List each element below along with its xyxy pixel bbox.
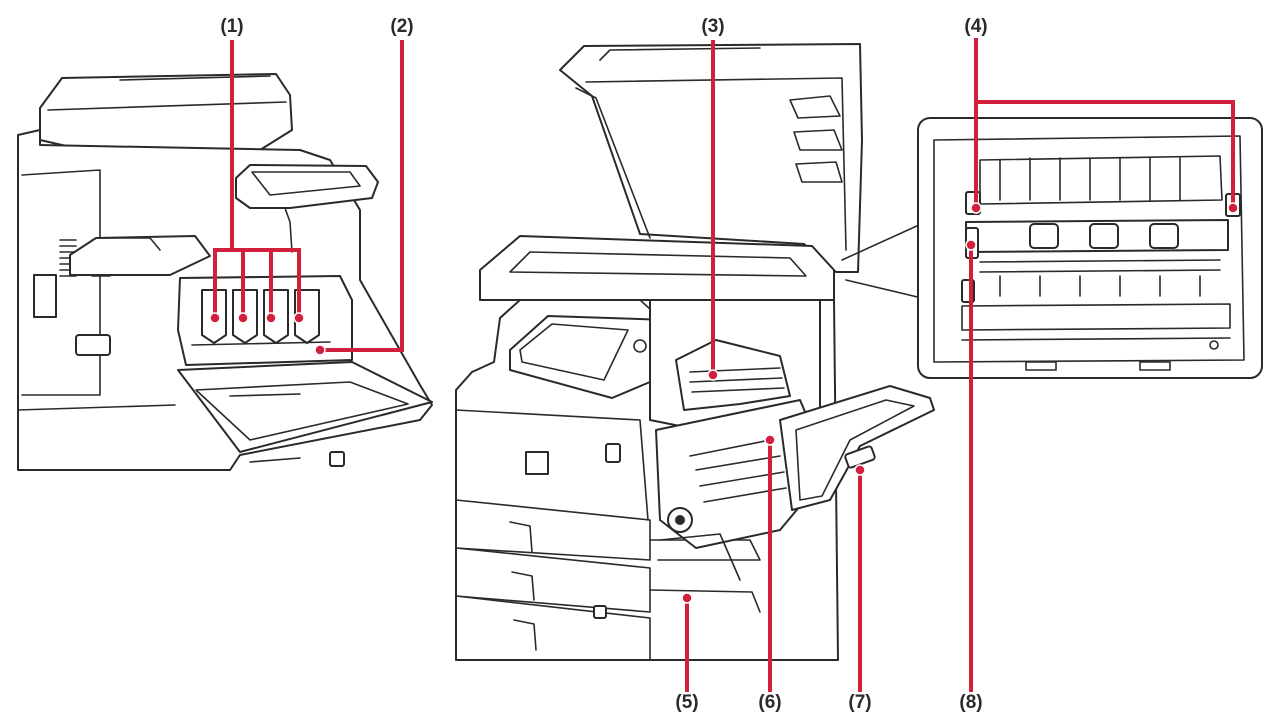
printer-side-view-illustration	[455, 43, 935, 661]
callout-markers	[209, 202, 1239, 604]
callout-leader-lines	[213, 38, 1235, 692]
fusing-unit-closeup-illustration	[917, 117, 1263, 379]
callout-label-4: (4)	[964, 16, 987, 37]
callout-label-1: (1)	[220, 16, 243, 37]
callout-label-2: (2)	[390, 16, 413, 37]
callout-label-7: (7)	[848, 692, 871, 713]
callout-label-8: (8)	[959, 692, 982, 713]
callout-label-5: (5)	[675, 692, 698, 713]
callout-label-6: (6)	[758, 692, 781, 713]
callout-labels: (1) (2) (3) (4) (5) (6) (7) (8)	[220, 16, 987, 713]
callout-label-3: (3)	[701, 16, 724, 37]
printer-front-view-illustration	[17, 73, 433, 471]
